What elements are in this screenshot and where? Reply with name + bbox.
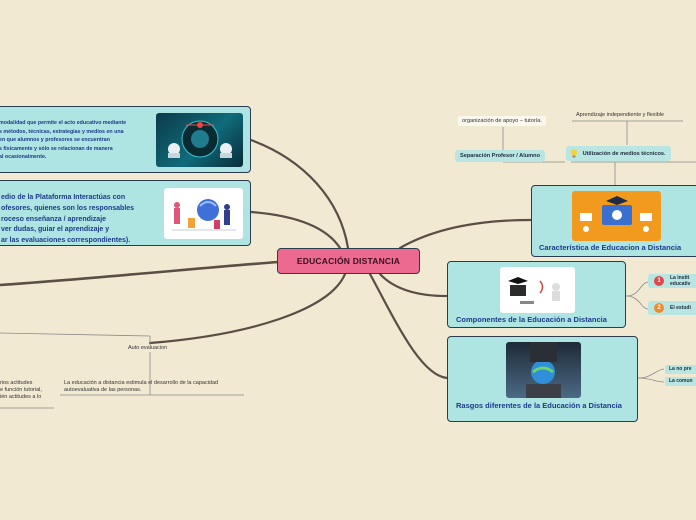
definition-image [156,113,243,167]
connector-bottom-left [148,272,347,345]
utilizacion-pill[interactable]: Utilización de medios técnicos. [566,146,671,161]
rasgos-item-1[interactable]: La no pre [665,365,696,374]
componentes-image [500,267,575,313]
auto-evaluacion-text: La educación a distancia estimula el des… [64,380,219,393]
componentes-card[interactable]: Componentes de la Educación a Distancia [447,261,626,328]
componentes-title: Componentes de la Educación a Distancia [456,315,607,324]
connector-definition [249,138,350,250]
organizacion-label[interactable]: organización de apoyo – tutoría. [458,116,546,126]
componentes-item-1[interactable]: 1 La instit educativ [648,274,696,288]
caracteristica-image [572,191,661,241]
definition-card[interactable]: modalidad que permite el acto educativo … [0,106,251,173]
platform-card[interactable]: edio de la Plataforma Interactúas con of… [0,180,251,246]
platform-image [164,188,243,239]
componentes-item-2[interactable]: 2 El estudi [648,301,696,315]
platform-text: edio de la Plataforma Interactúas con of… [1,194,135,245]
caracteristica-card[interactable]: Característica de Educacion a Distancia [531,185,696,257]
number-2-badge: 2 [654,303,664,313]
lightbulb-icon [570,149,578,158]
tutorial-fragment-text: rios actitudes e función tutorial, ién a… [0,380,42,400]
auto-evaluacion-label[interactable]: Auto evaluacion [128,345,168,351]
connector-componentes [378,272,449,298]
number-1-badge: 1 [654,276,664,286]
componentes-item-1-text: La instit educativ [670,275,691,287]
connector-rasgos [368,272,449,380]
utilizacion-label: Utilización de medios técnicos. [582,150,666,157]
aprendizaje-label[interactable]: Aprendizaje independiente y flexible [576,112,665,118]
rasgos-card[interactable]: Rasgos diferentes de la Educación a Dist… [447,336,638,422]
componentes-item-2-text: El estudi [670,305,691,311]
rasgos-item-2[interactable]: La comun [665,377,696,386]
separacion-label[interactable]: Separación Profesor / Alumno [455,150,545,162]
connector-platform [249,210,342,250]
caracteristica-title: Característica de Educacion a Distancia [539,243,682,252]
definition-text: modalidad que permite el acto educativo … [0,120,127,161]
connector-left-main [0,260,280,287]
connector-caracteristica [398,218,533,250]
central-topic-label: EDUCACIÓN DISTANCIA [296,256,401,266]
rasgos-image [506,342,581,398]
central-topic[interactable]: EDUCACIÓN DISTANCIA [277,248,420,274]
rasgos-title: Rasgos diferentes de la Educación a Dist… [456,401,622,410]
